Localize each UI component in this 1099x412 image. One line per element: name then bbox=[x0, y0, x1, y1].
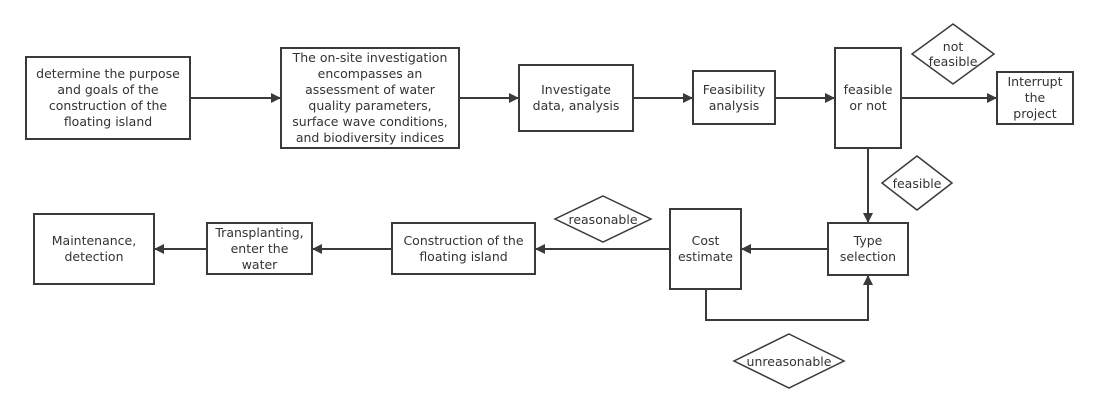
condition-not-feasible-diamond bbox=[910, 23, 996, 85]
node-maintenance: Maintenance, detection bbox=[33, 213, 155, 285]
node-feasible-or-not: feasible or not bbox=[834, 47, 902, 149]
condition-feasible-label: feasible bbox=[892, 175, 942, 191]
node-feasibility: Feasibility analysis bbox=[692, 70, 776, 125]
node-label: The on-site investigation encompasses an… bbox=[292, 50, 448, 145]
node-label: Interrupt the project bbox=[1007, 74, 1063, 121]
condition-not-feasible-label: not feasible bbox=[928, 39, 978, 69]
node-label: Construction of the floating island bbox=[403, 232, 524, 264]
node-investigation: The on-site investigation encompasses an… bbox=[280, 47, 460, 149]
node-purpose: determine the purpose and goals of the c… bbox=[25, 56, 191, 140]
node-cost-estimate: Cost estimate bbox=[669, 208, 742, 290]
node-label: feasible or not bbox=[843, 82, 893, 113]
condition-unreasonable-diamond bbox=[732, 333, 846, 389]
node-type-selection: Type selection bbox=[827, 222, 909, 276]
node-investigate-data: Investigate data, analysis bbox=[518, 64, 634, 132]
node-label: determine the purpose and goals of the c… bbox=[36, 66, 180, 129]
node-label: Cost estimate bbox=[677, 233, 733, 264]
condition-feasible-diamond bbox=[880, 155, 954, 211]
node-label: Type selection bbox=[839, 233, 897, 264]
node-label: Maintenance, detection bbox=[51, 233, 137, 264]
condition-reasonable-label: reasonable bbox=[568, 211, 638, 227]
node-label: Feasibility analysis bbox=[702, 81, 766, 113]
node-label: Transplanting, enter the water bbox=[215, 224, 304, 272]
node-transplanting: Transplanting, enter the water bbox=[206, 222, 313, 275]
edge-cost-estimate-to-type-selection bbox=[705, 275, 873, 321]
condition-unreasonable-label: unreasonable bbox=[746, 353, 832, 369]
node-construction: Construction of the floating island bbox=[391, 222, 536, 275]
node-label: Investigate data, analysis bbox=[532, 82, 620, 113]
condition-reasonable-diamond bbox=[553, 195, 653, 243]
node-interrupt: Interrupt the project bbox=[996, 71, 1074, 125]
